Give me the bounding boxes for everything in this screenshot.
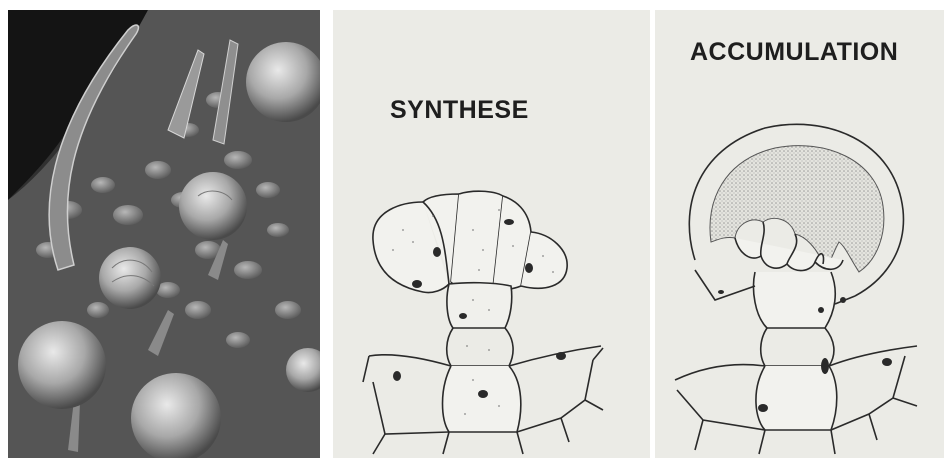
synthesis-title: SYNTHESE	[390, 96, 529, 125]
accumulation-title: ACCUMULATION	[690, 38, 898, 67]
accumulation-panel: ACCUMULATION	[655, 10, 944, 458]
synthesis-panel: SYNTHESE	[333, 10, 650, 458]
accumulation-diagram	[655, 10, 944, 458]
sem-micrograph	[8, 10, 320, 458]
sem-micrograph-image	[8, 10, 320, 458]
synthesis-diagram	[333, 10, 650, 458]
